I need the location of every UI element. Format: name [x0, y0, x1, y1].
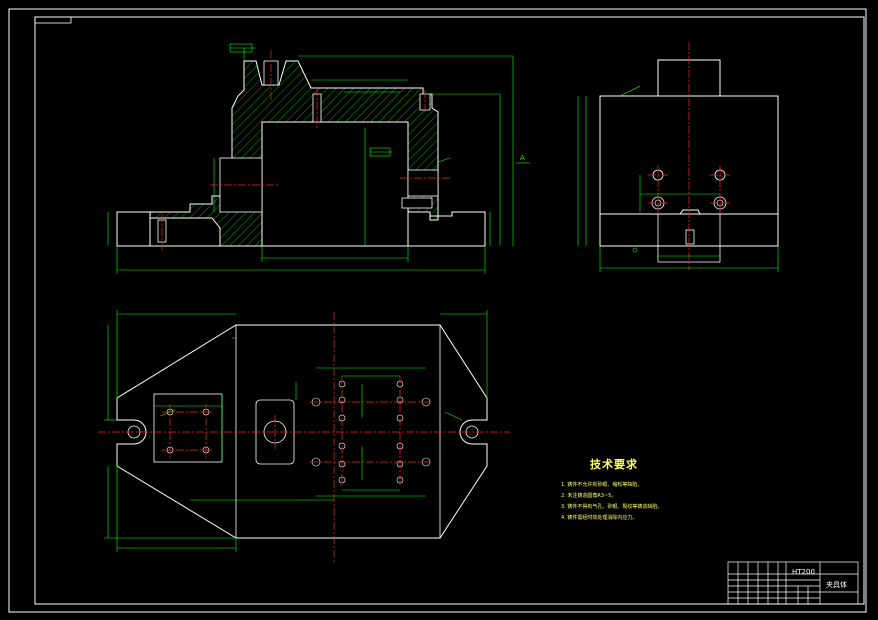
left-mount-plate: [153, 393, 223, 463]
tech-line-1: 1. 铸件不允许有砂眼、缩松等缺陷。: [561, 482, 643, 488]
right-bore: [407, 169, 439, 197]
outer-border: [8, 8, 867, 613]
inner-cavity: [261, 121, 409, 247]
base-plate: [116, 211, 151, 247]
inner-border: [34, 16, 865, 605]
title-block: [727, 561, 859, 605]
side-view: [577, 42, 779, 272]
tech-line-3: 3. 铸件不得有气孔、砂眼、裂纹等铸造缺陷。: [561, 504, 663, 510]
title-block-part-name: 夹具体: [826, 581, 847, 589]
top-view: [98, 310, 510, 562]
title-block-material: HT200: [792, 568, 815, 576]
plan-outline: [116, 324, 488, 539]
note-box-2: [369, 147, 391, 157]
front-section-view: A: [107, 43, 530, 274]
section-a-label: A: [520, 154, 525, 162]
side-base: [599, 209, 779, 247]
note-box-1: [229, 43, 253, 53]
tech-line-4: 4. 铸件需经时效处理消除内应力。: [561, 515, 638, 521]
tech-line-2: 2. 未注铸造圆角R3~5。: [561, 493, 617, 499]
tech-requirements-title: 技术要求: [590, 458, 638, 471]
base-right: [407, 211, 486, 247]
right-lower-bore: [401, 197, 433, 209]
corner-tag: [34, 16, 72, 24]
